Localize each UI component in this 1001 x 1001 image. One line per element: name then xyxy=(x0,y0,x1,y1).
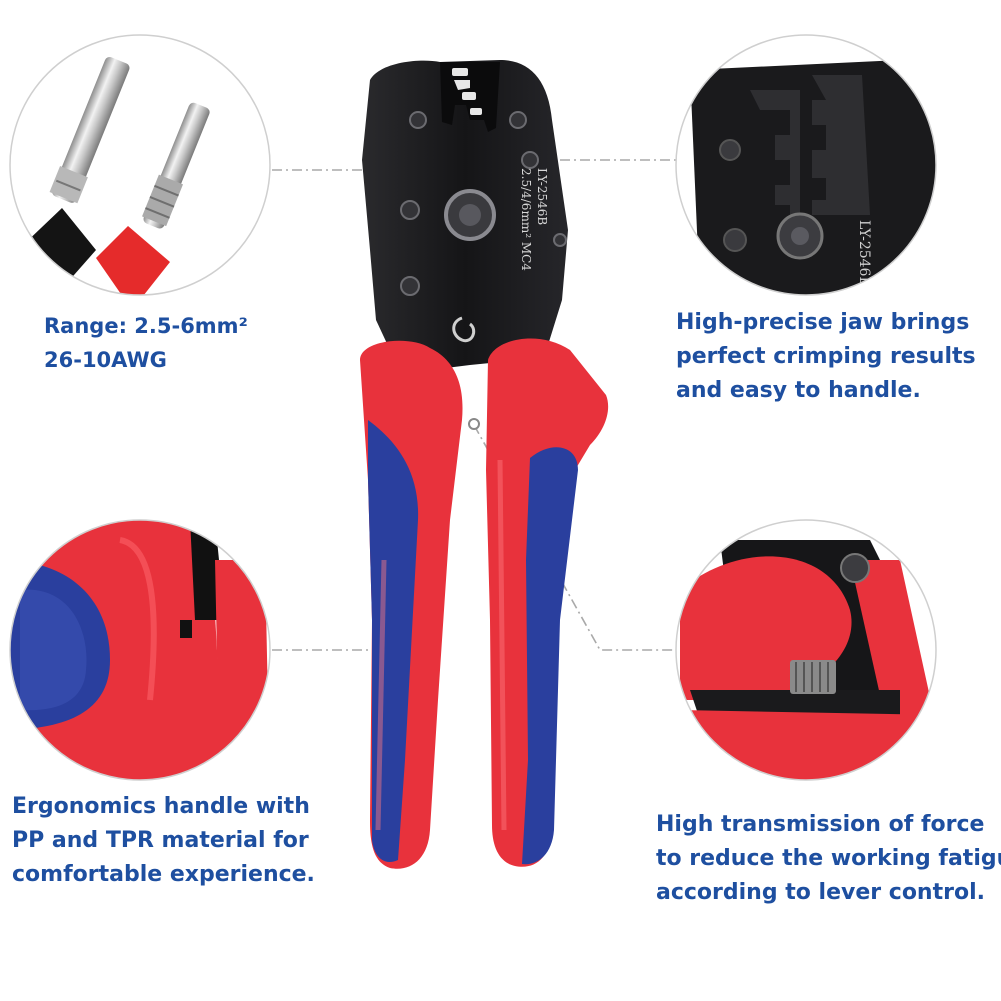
detail-circle-terminals xyxy=(9,34,271,296)
caption-force: High transmission of force to reduce the… xyxy=(656,808,1001,910)
detail-circle-ratchet xyxy=(675,519,937,781)
jaw-profile xyxy=(452,68,482,115)
caption-jaw-line-3: and easy to handle. xyxy=(676,378,921,403)
caption-jaw: High-precise jaw brings perfect crimping… xyxy=(676,306,976,408)
caption-handle: Ergonomics handle with PP and TPR materi… xyxy=(12,790,315,892)
detail-circle-jaw: LY-2546B xyxy=(675,34,937,296)
jaw-engraving: LY-2546B xyxy=(856,220,872,287)
caption-force-line-2: to reduce the working fatigue xyxy=(656,846,1001,871)
tool-model-engraving: LY-2546B xyxy=(535,168,549,225)
caption-range-line-1: Range: 2.5-6mm² xyxy=(44,314,248,338)
tool-spring xyxy=(452,316,476,343)
caption-handle-line-3: comfortable experience. xyxy=(12,862,315,887)
callout-dot-force xyxy=(468,418,480,430)
rivets xyxy=(400,111,567,296)
caption-force-line-1: High transmission of force xyxy=(656,812,985,837)
tool-size-engraving: 2.5/4/6mm² MC4 xyxy=(519,168,533,271)
caption-force-line-3: according to lever control. xyxy=(656,880,985,905)
crimping-tool: LY-2546B 2.5/4/6mm² MC4 xyxy=(360,60,609,869)
caption-handle-line-1: Ergonomics handle with xyxy=(12,794,310,819)
left-handle-grip xyxy=(368,420,419,862)
caption-jaw-line-1: High-precise jaw brings xyxy=(676,310,970,335)
caption-range: Range: 2.5-6mm² 26-10AWG xyxy=(44,309,248,377)
caption-handle-line-2: PP and TPR material for xyxy=(12,828,309,853)
right-handle-grip xyxy=(522,447,578,865)
detail-circle-handle xyxy=(9,519,271,781)
caption-range-line-2: 26-10AWG xyxy=(44,348,167,372)
caption-jaw-line-2: perfect crimping results xyxy=(676,344,976,369)
